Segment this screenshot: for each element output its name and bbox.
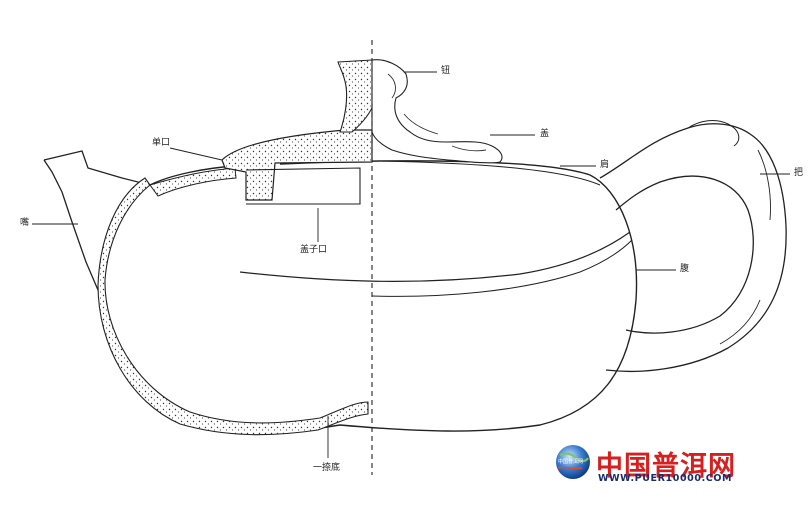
label-rim: 肩 (600, 160, 610, 170)
leader-lines (32, 71, 790, 458)
label-knob: 钮 (441, 66, 451, 76)
label-lid: 盖 (540, 129, 550, 139)
label-single-mouth: 单口 (152, 138, 171, 148)
watermark-site-name: 中国普洱网 (596, 451, 736, 482)
watermark-site-url: WWW.PUER10000.COM (598, 473, 733, 484)
label-handle: 把 (794, 168, 804, 178)
handle-shape (599, 120, 787, 372)
label-lid-seat: 盖子口 (300, 245, 328, 255)
wall-section (97, 167, 369, 436)
lid-section (221, 129, 373, 205)
label-spout: 嘴 (20, 218, 30, 228)
watermark-logo-caption: 中国普洱网 (558, 459, 584, 465)
watermark-globe-icon (556, 445, 590, 479)
label-belly: 腹 (680, 264, 690, 274)
spout-shape (43, 150, 151, 321)
knob-shape (337, 59, 503, 164)
label-base: 一捺底 (313, 463, 341, 473)
body-outline (109, 160, 638, 432)
